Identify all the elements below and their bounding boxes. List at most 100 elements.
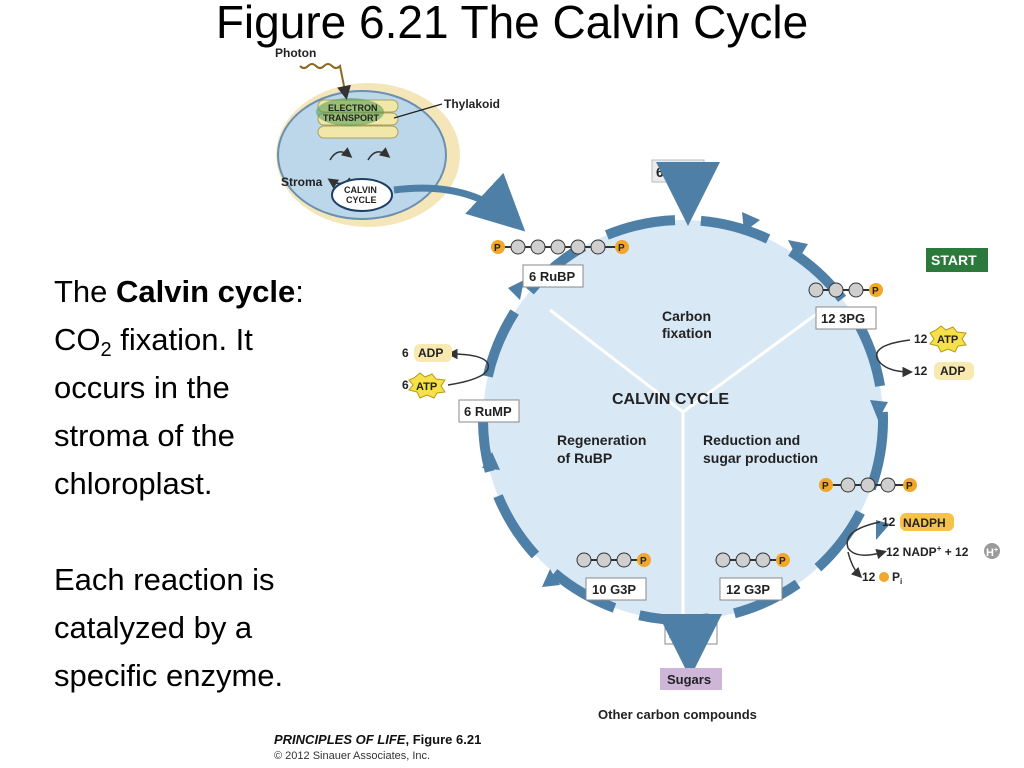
slide-title: Figure 6.21 The Calvin Cycle [215,0,809,48]
start-label: START [931,252,977,268]
atp-starburst [929,325,967,353]
ring-arrowhead [542,569,560,587]
carbon-atom [616,552,632,568]
proton-circle [984,543,1000,559]
rubp-molecule: P P [491,239,629,255]
3pg-molecule: P [808,282,883,298]
book-title: PRINCIPLES OF LIFE [274,732,406,747]
ring-arrowhead [508,280,524,300]
carbon-atom [860,477,876,493]
reduction-label: sugar production [703,450,818,466]
photon-arrow [299,63,351,100]
sugars-box [660,668,722,690]
carbon-atom [848,282,864,298]
regeneration-label: of RuBP [557,450,612,466]
cycle-center-label: CALVIN CYCLE [612,391,729,408]
carbon-atom [570,239,586,255]
carbon-atom [828,282,844,298]
calvin-cycle-term: Calvin cycle [116,274,296,309]
adp-count: 6 [402,346,409,360]
thylakoid-leader [393,103,443,119]
phosphate-atom [776,553,790,567]
stroma-label: Stroma [281,175,323,189]
thylakoid-disc [317,125,399,139]
atom-label: P [872,286,879,297]
atom-label: P [640,556,647,567]
text-run: : [295,274,304,309]
carbon-atom [530,239,546,255]
adp-label: ADP [940,364,965,378]
carbon-atom [510,239,526,255]
atom-label: P [906,481,913,492]
adp-count: 12 [914,364,928,378]
bpg-molecule: P P [819,477,917,493]
carbon-atom [808,282,824,298]
text-line: chloroplast. [54,466,213,501]
phosphate-atom [869,283,883,297]
pi-count: 12 [862,570,876,584]
nadph-pill [900,513,954,531]
electron-transport-label: TRANSPORT [323,113,380,123]
rubp-box [522,264,584,288]
atp-consumption-arrow [876,339,913,378]
atom-label: P [494,243,501,254]
phosphate-atom [637,553,651,567]
nadph-arrow [846,521,887,560]
adp-pill [934,362,974,380]
carbon-atom [590,239,606,255]
co2-label: 6 CO2 [656,164,694,182]
cycle-arrow-small [367,147,391,161]
text-run: The [54,274,117,309]
text-line: specific enzyme. [54,658,284,693]
atp-label: ATP [937,334,958,346]
sector-divider [549,308,684,414]
nadph-label: NADPH [903,516,946,530]
carbon-fixation-label: fixation [662,325,712,341]
rump-box [458,399,520,423]
credit-line: PRINCIPLES OF LIFE, Figure 6.21 [274,731,481,748]
pi-label: Pi [892,570,902,586]
text-run: fixation. It [111,322,253,357]
proton-label: H+ [986,547,998,559]
pi-arrow [847,551,863,579]
atp-consumption-arrow [447,348,489,386]
link-arrow [393,172,526,232]
g3p2-label: 2 G3P [669,626,706,641]
adp-pill [414,344,452,362]
phosphate-dot [879,572,889,582]
calvin-cycle-badge [331,178,393,212]
figure-credit: PRINCIPLES OF LIFE, Figure 6.21 © 2012 S… [274,731,481,765]
ring-arrowhead [482,452,500,470]
start-badge [926,248,988,272]
g3p12-label: 12 G3P [726,582,770,597]
body-text: The Calvin cycle: CO2 fixation. It occur… [54,268,354,700]
g3p10-label: 10 G3P [592,582,636,597]
rump-label: 6 RuMP [464,404,512,419]
photon-label: Photon [275,46,316,60]
nadp-label: 12 NADP+ + 12 [886,544,969,559]
carbon-fixation-label: Carbon [662,308,711,324]
sugars-label: Sugars [667,672,711,687]
carbon-atom [550,239,566,255]
nadph-count: 12 [882,515,896,529]
g3p12-box [719,577,783,601]
text-run: CO [54,322,101,357]
regeneration-label: Regeneration [557,432,646,448]
text-line: CO2 fixation. It [54,316,354,364]
text-line: stroma of the [54,418,235,453]
cycle-arrow-small [329,147,353,161]
atp-count: 6 [402,378,409,392]
calvin-cycle-badge-label: CYCLE [346,195,377,205]
rubp-label: 6 RuBP [529,269,576,284]
carbon-atom [735,552,751,568]
atom-label: P [779,556,786,567]
phosphate-atom [903,478,917,492]
carbon-atom [576,552,592,568]
carbon-atom [596,552,612,568]
3pg-label: 12 3PG [821,311,865,326]
phosphate-atom [491,240,505,254]
carbon-atom [715,552,731,568]
atp-starburst [408,372,446,399]
sector-divider [682,308,823,414]
ring-arrowhead [876,520,890,540]
